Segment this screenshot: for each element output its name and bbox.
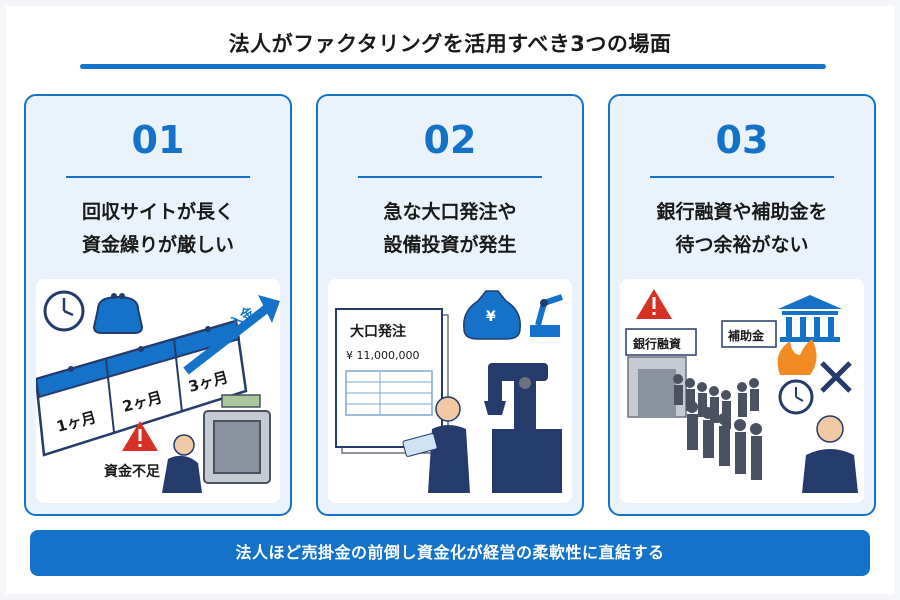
safe-icon xyxy=(203,394,271,484)
illustration-waiting-queue: 銀行融資 補助金 xyxy=(620,279,864,503)
illustration-large-order: 大口発注 ¥ 11,000,000 ¥ xyxy=(328,279,572,503)
subsidy-sign-label: 補助金 xyxy=(728,329,765,343)
title-underline xyxy=(80,64,826,69)
industrial-robot-icon xyxy=(484,363,562,493)
alert-label: 資金不足 xyxy=(104,464,160,480)
infographic: 法人がファクタリングを活用すべき3つの場面 01 回収サイトが長く 資金繰りが厳… xyxy=(6,6,894,594)
warning-icon xyxy=(636,289,672,319)
card-divider xyxy=(650,176,834,178)
card-heading-line2: 資金繰りが厳しい xyxy=(81,234,234,256)
scenario-card-3: 03 銀行融資や補助金を 待つ余裕がない xyxy=(608,94,876,516)
clock-icon xyxy=(43,290,85,332)
order-document-icon xyxy=(335,308,449,454)
summary-banner: 法人ほど売掛金の前倒し資金化が経営の柔軟性に直結する xyxy=(30,530,870,576)
distressed-person-icon xyxy=(802,415,858,493)
order-amount: ¥ 11,000,000 xyxy=(346,349,420,362)
card-heading-line1: 急な大口発注や xyxy=(383,201,517,223)
card-heading-line2: 設備投資が発生 xyxy=(383,234,517,256)
card-heading: 銀行融資や補助金を 待つ余裕がない xyxy=(610,196,874,262)
arrow-icon xyxy=(183,295,280,375)
card-heading: 回収サイトが長く 資金繰りが厳しい xyxy=(26,196,290,262)
money-bag-icon xyxy=(463,290,521,340)
calendar-timeline xyxy=(36,319,248,457)
scenario-card-1: 01 回収サイトが長く 資金繰りが厳しい xyxy=(24,94,292,516)
burning-clock-icon xyxy=(777,339,817,415)
card-heading: 急な大口発注や 設備投資が発生 xyxy=(318,196,582,262)
money-bag-symbol: ¥ xyxy=(486,309,496,325)
subsidy-signboard xyxy=(721,320,777,348)
bank-building-icon xyxy=(778,295,842,342)
card-number: 03 xyxy=(715,118,769,162)
scenario-card-2: 02 急な大口発注や 設備投資が発生 xyxy=(316,94,584,516)
card-number: 01 xyxy=(131,118,185,162)
order-title: 大口発注 xyxy=(350,324,406,340)
card-heading-line2: 待つ余裕がない xyxy=(675,234,809,256)
card-divider xyxy=(66,176,250,178)
bank-sign-label: 銀行融資 xyxy=(633,337,682,351)
purse-icon xyxy=(92,293,144,334)
warning-icon xyxy=(122,421,158,451)
card-heading-line1: 回収サイトが長く xyxy=(81,201,234,223)
businessman-icon xyxy=(402,396,470,493)
page-title: 法人がファクタリングを活用すべき3つの場面 xyxy=(228,32,672,56)
bank-signboard xyxy=(625,328,697,356)
robot-arm-icon xyxy=(530,294,563,337)
card-number: 02 xyxy=(423,118,477,162)
worried-person-icon xyxy=(162,434,202,493)
card-divider xyxy=(358,176,542,178)
waiting-queue-icon xyxy=(673,374,762,480)
cross-mark-icon xyxy=(820,361,852,393)
illustration-long-collection: 1ヶ月 2ヶ月 3ヶ月 入金 資金不足 xyxy=(36,279,280,503)
card-heading-line1: 銀行融資や補助金を xyxy=(656,201,828,223)
